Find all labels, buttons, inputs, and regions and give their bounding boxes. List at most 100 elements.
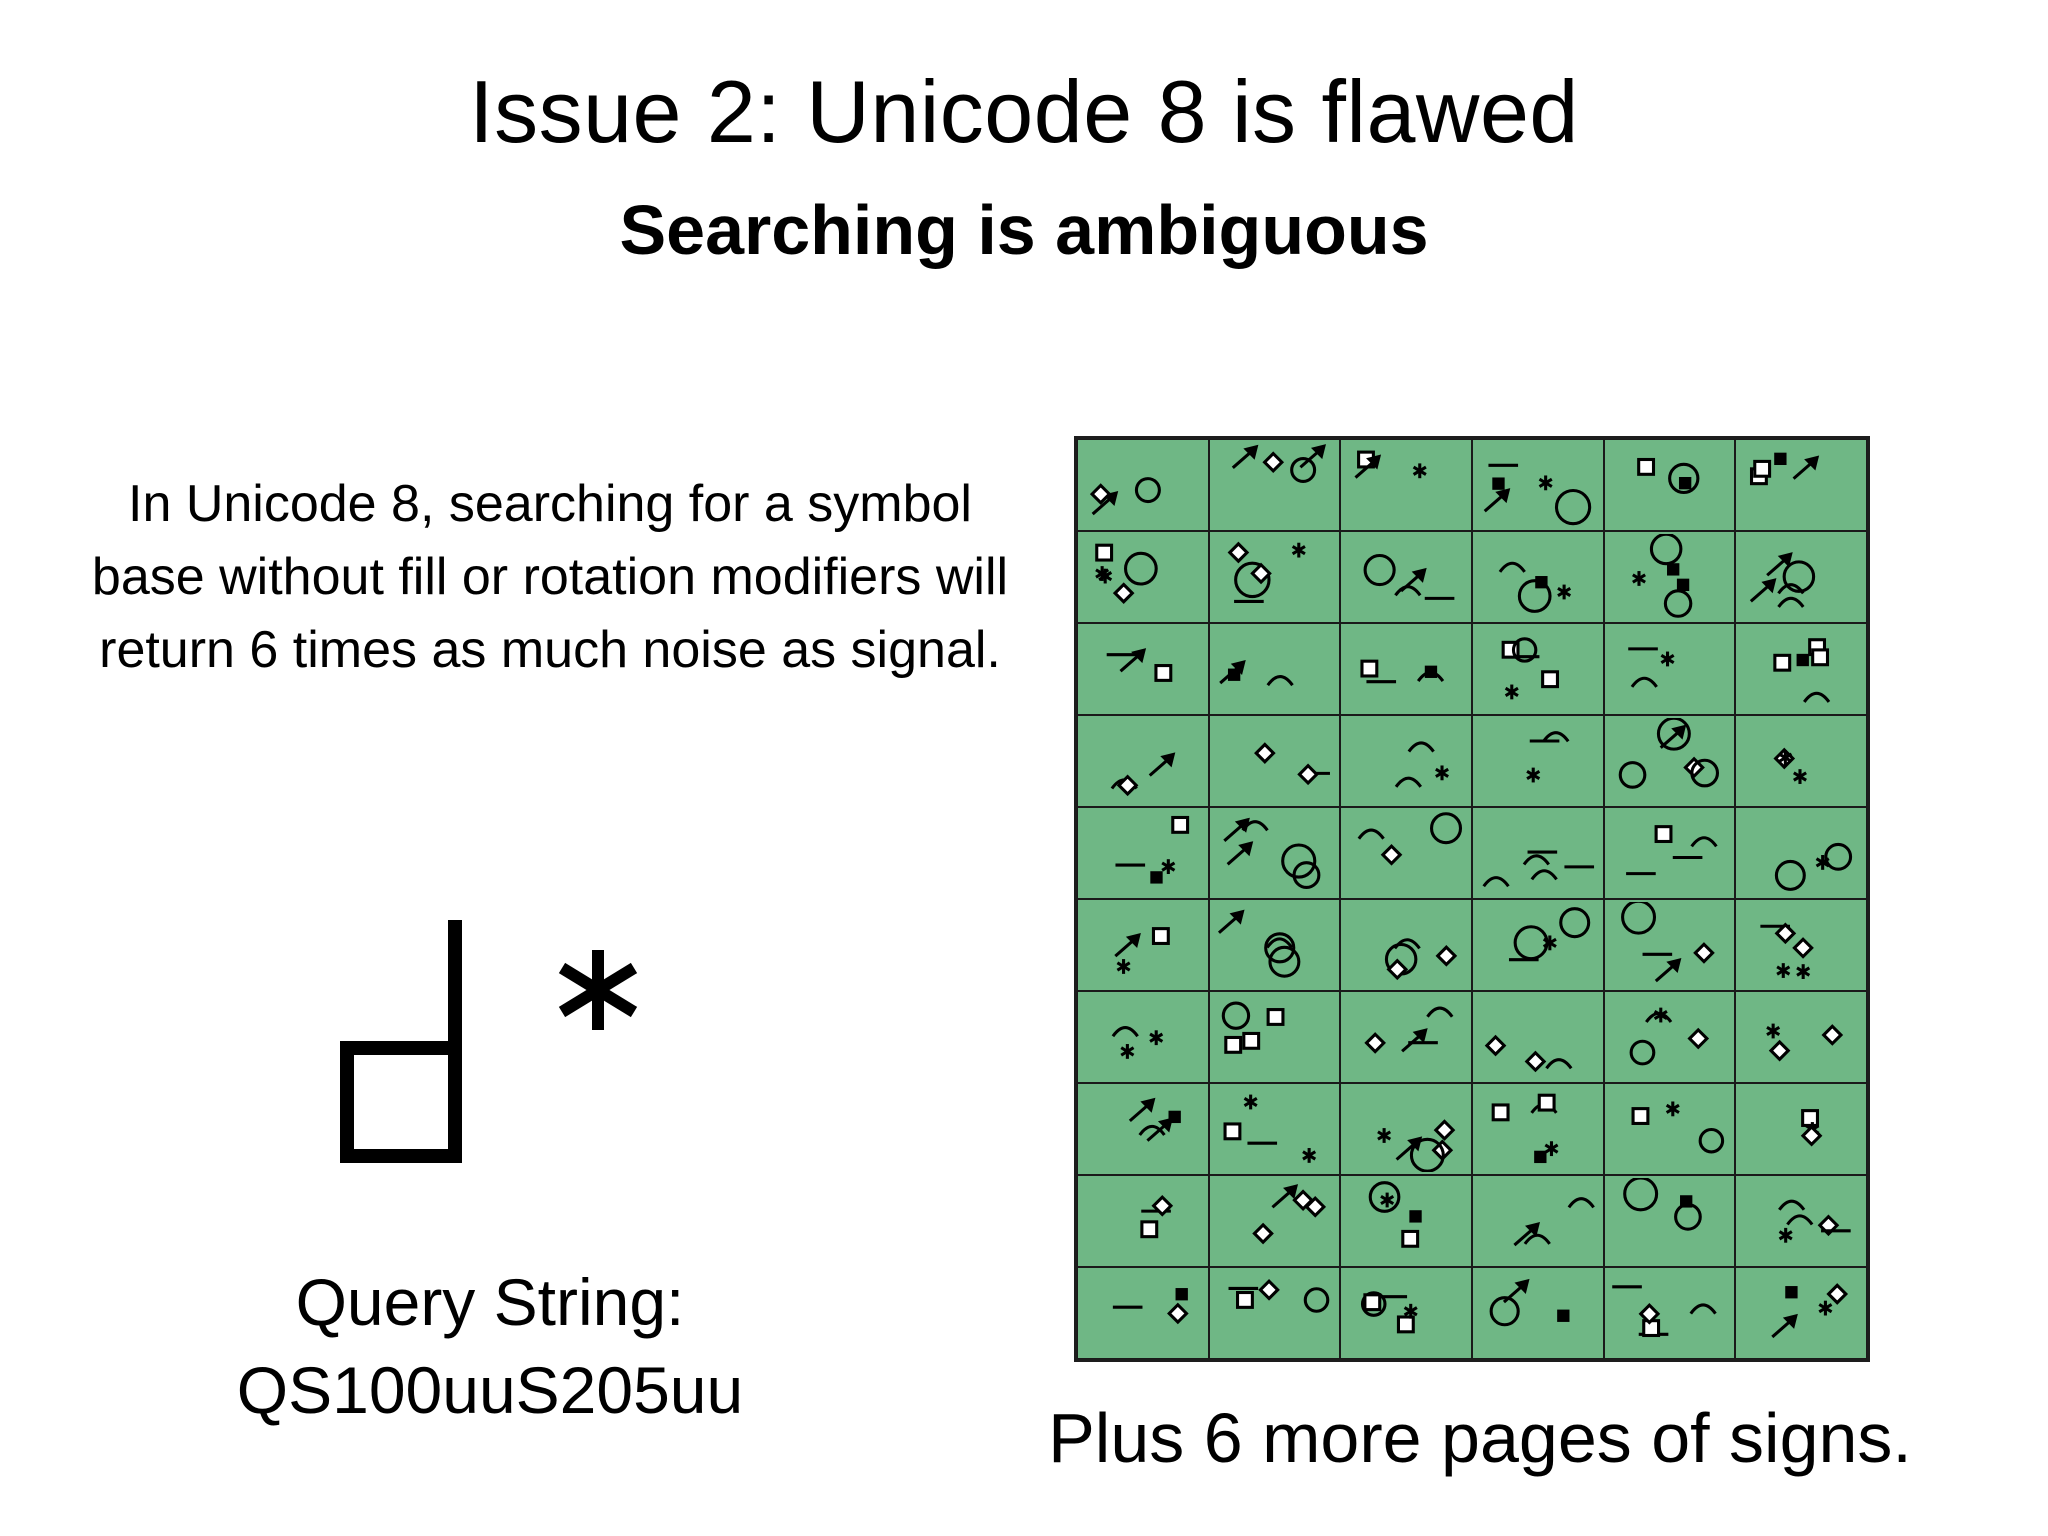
sign-glyph-icon — [1621, 901, 1716, 983]
sign-cell — [1208, 807, 1341, 899]
sign-glyph-icon — [1777, 1199, 1851, 1243]
sign-cell — [1472, 1267, 1604, 1359]
sign-glyph-icon — [1094, 543, 1158, 604]
sign-glyph-icon — [1489, 1278, 1570, 1327]
sign-glyph-icon — [1749, 452, 1820, 485]
sign-glyph-icon — [1773, 747, 1807, 784]
sign-glyph-icon — [1254, 742, 1331, 785]
sign-cell — [1077, 991, 1209, 1083]
sign-cell — [1735, 623, 1867, 715]
sign-glyph-icon — [1218, 909, 1301, 978]
sign-glyph-icon — [1368, 1180, 1422, 1248]
sign-cell — [1077, 439, 1209, 531]
slide-subtitle: Searching is ambiguous — [619, 191, 1429, 269]
sign-cell — [1340, 531, 1472, 623]
sign-cell — [1735, 1175, 1867, 1267]
sign-glyph-icon — [1491, 1093, 1559, 1163]
sign-cell — [1208, 1175, 1341, 1267]
sign-cell — [1208, 1267, 1341, 1359]
sign-cell — [1340, 1175, 1472, 1267]
sign-glyph-icon — [1089, 476, 1161, 516]
sign-cell — [1340, 899, 1472, 991]
sign-glyph-icon — [1637, 457, 1700, 494]
sign-glyph-icon — [1394, 741, 1449, 788]
sign-cell — [1472, 1175, 1604, 1267]
sign-glyph-icon — [1771, 1282, 1848, 1338]
sign-glyph-icon — [1766, 1023, 1844, 1062]
sign-glyph-icon — [1623, 1177, 1703, 1231]
demo-sign — [320, 920, 660, 1180]
sign-glyph-icon — [1364, 1006, 1454, 1054]
sign-glyph-icon — [1760, 922, 1814, 979]
sign-glyph-icon — [1498, 561, 1571, 613]
sign-cell — [1735, 899, 1867, 991]
sign-cell — [1208, 899, 1341, 991]
sign-cell — [1077, 1083, 1209, 1175]
sign-cell — [1077, 1175, 1209, 1267]
sign-cell — [1208, 991, 1341, 1083]
sign-cell — [1603, 807, 1736, 899]
sign-cell — [1208, 531, 1341, 623]
hand-base-icon — [340, 920, 462, 1163]
sign-cell — [1472, 899, 1604, 991]
sign-cell — [1340, 715, 1472, 807]
sign-cell — [1340, 439, 1472, 531]
sign-glyph-icon — [1354, 450, 1427, 479]
sign-cell — [1603, 991, 1736, 1083]
sign-glyph-icon — [1357, 812, 1462, 866]
sign-cell — [1472, 531, 1604, 623]
sign-grid — [1074, 436, 1870, 1362]
sign-glyph-icon — [1228, 1278, 1330, 1313]
sign-cell — [1077, 715, 1209, 807]
query-string-label: Query String: — [295, 1265, 685, 1339]
sign-glyph-icon — [1360, 1291, 1418, 1334]
sign-cell — [1735, 807, 1867, 899]
sign-glyph-icon — [1252, 1183, 1327, 1245]
sign-glyph-icon — [1773, 637, 1831, 703]
sign-cell — [1340, 991, 1472, 1083]
sign-cell — [1735, 531, 1867, 623]
sign-glyph-icon — [1384, 938, 1458, 980]
sign-cell — [1077, 623, 1209, 715]
sign-cell — [1340, 807, 1472, 899]
sign-cell — [1735, 991, 1867, 1083]
sign-cell — [1077, 531, 1209, 623]
sign-glyph-icon — [1139, 1194, 1173, 1238]
sign-cell — [1603, 715, 1736, 807]
sign-cell — [1472, 439, 1604, 531]
sign-glyph-icon — [1774, 842, 1853, 891]
sign-cell — [1208, 715, 1341, 807]
sign-cell — [1472, 715, 1604, 807]
sign-glyph-icon — [1106, 647, 1172, 682]
sign-glyph-icon — [1113, 926, 1170, 974]
sign-glyph-icon — [1360, 659, 1445, 684]
sign-cell — [1077, 807, 1209, 899]
sign-cell — [1340, 1083, 1472, 1175]
sign-cell — [1472, 1083, 1604, 1175]
sign-glyph-icon — [1111, 1025, 1163, 1059]
sign-cell — [1340, 1267, 1472, 1359]
sign-glyph-icon — [1223, 817, 1321, 889]
sign-cell — [1603, 439, 1736, 531]
sign-cell — [1735, 1267, 1867, 1359]
sign-glyph-icon — [1232, 443, 1327, 483]
sign-cell — [1603, 1267, 1736, 1359]
sign-cell — [1735, 1083, 1867, 1175]
sign-glyph-icon — [1377, 1119, 1456, 1173]
sign-glyph-icon — [1363, 553, 1455, 600]
sign-glyph-icon — [1749, 551, 1816, 608]
sign-glyph-icon — [1219, 659, 1294, 686]
sign-cell — [1340, 623, 1472, 715]
sign-glyph-icon — [1128, 1097, 1181, 1142]
sign-glyph-icon — [1628, 647, 1675, 688]
asterisk-contact-icon — [558, 950, 638, 1030]
sign-glyph-icon — [1626, 824, 1718, 875]
sign-cell — [1077, 1267, 1209, 1359]
sign-cell — [1603, 899, 1736, 991]
sign-glyph-icon — [1618, 717, 1720, 789]
sign-cell — [1208, 623, 1341, 715]
sign-glyph-icon — [1632, 533, 1693, 618]
sign-cell — [1735, 715, 1867, 807]
sign-glyph-icon — [1223, 1094, 1317, 1163]
sign-glyph-icon — [1222, 1001, 1285, 1054]
